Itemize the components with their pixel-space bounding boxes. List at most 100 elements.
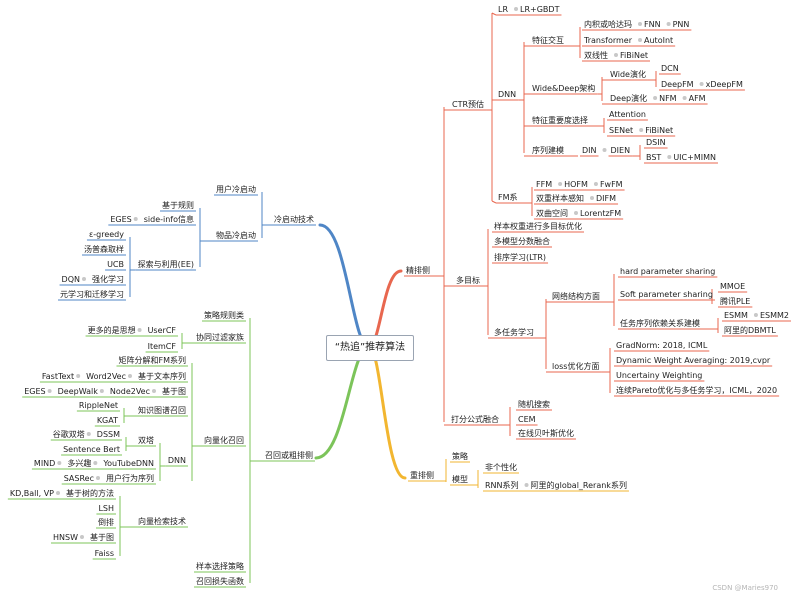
node-bst-row-1[interactable]: UIC+MIMN [673,153,716,162]
node-loss-item[interactable]: Dynamic Weight Averaging: 2019,cvpr [616,356,771,365]
node-dqn-row-1[interactable]: 强化学习 [92,274,124,284]
node-esmm-row-0[interactable]: ESMM [724,311,748,320]
node-vector-search[interactable]: 向量检索技术 [138,516,186,526]
node-random-search[interactable]: 随机搜索 [518,399,550,409]
node-esmm-row-1[interactable]: ESMM2 [760,311,789,320]
node-twin-tower[interactable]: 双塔 [138,435,154,445]
node-ripplenet[interactable]: RippleNet [79,401,118,410]
node-sasrec-row-1[interactable]: 用户行为序列 [106,473,154,483]
node-task-dependency[interactable]: 任务序列依赖关系建模 [620,318,700,328]
node-din[interactable]: DIN [582,146,597,155]
node-graph-row-3[interactable]: 基于图 [162,386,186,396]
node-ffm-row-2[interactable]: FwFM [600,180,623,189]
node-user-cold[interactable]: 用户冷启动 [216,184,256,194]
node-text-row-0[interactable]: FastText [42,372,74,381]
node-non-personalized[interactable]: 非个性化 [485,462,517,472]
node-lsh[interactable]: LSH [98,504,114,513]
node-item-cold[interactable]: 物品冷启动 [216,230,256,240]
node-mf[interactable]: 矩阵分解和FM系列 [118,355,186,365]
node-transformer-row-1[interactable]: AutoInt [644,36,673,45]
node-deep-evolution-1[interactable]: NFM [659,94,677,103]
node-graph-row-0[interactable]: EGES [24,387,45,396]
node-fm[interactable]: FM系 [498,192,518,202]
node-sasrec-row-0[interactable]: SASRec [64,474,94,483]
node-dbmtl[interactable]: 阿里的DBMTL [724,325,776,335]
node-hnsw-row-1[interactable]: 基于图 [90,532,114,542]
node-model[interactable]: 模型 [452,474,468,484]
node-ffm-row-0[interactable]: FFM [536,180,552,189]
node-ucb[interactable]: UCB [107,260,124,269]
node-bst-row-0[interactable]: BST [646,153,661,162]
node-ffm-row-1[interactable]: HOFM [564,180,588,189]
node-cf[interactable]: 协同过滤家族 [196,332,244,342]
node-rnn-row-1[interactable]: 阿里的global_Rerank系列 [531,480,627,490]
node-deepfm-row-0[interactable]: DeepFM [661,80,694,89]
node-lr-1[interactable]: LR+GBDT [520,5,560,14]
node-lr-0[interactable]: LR [498,5,508,14]
node-tree-row-1[interactable]: 基于树的方法 [66,488,114,498]
node-ctr[interactable]: CTR预估 [452,99,484,109]
branch-recall[interactable]: 召回或粗排侧 [265,450,313,460]
node-loss-optim[interactable]: loss优化方面 [552,361,599,371]
node-loss-item[interactable]: Uncertainy Weighting [616,371,702,380]
node-difm-row-1[interactable]: DIFM [596,194,616,203]
node-bayes-opt[interactable]: 在线贝叶斯优化 [518,428,574,438]
node-text-row-2[interactable]: 基于文本序列 [138,371,186,381]
node-transformer-row-0[interactable]: Transformer [583,36,633,45]
node-bilinear-row-1[interactable]: FiBiNet [620,51,648,60]
node-difm-row-0[interactable]: 双重样本感知 [536,193,584,203]
node-thompson[interactable]: 汤普森取样 [84,244,124,254]
node-fnn-row-0[interactable]: 内积或哈达玛 [584,19,632,29]
node-mmoe[interactable]: MMOE [720,282,745,291]
node-senet-row-0[interactable]: SENet [609,126,633,135]
node-vector-recall[interactable]: 向量化召回 [204,435,244,445]
node-lorentz-row-0[interactable]: 双曲空间 [536,208,568,218]
node-score-fusion[interactable]: 多模型分数融合 [494,236,550,246]
node-loss-item[interactable]: GradNorm: 2018, ICML [616,341,708,350]
node-recall-loss[interactable]: 召回损失函数 [196,576,244,586]
node-side-info-row-1[interactable]: side-info信息 [144,214,194,224]
node-rnn-row-0[interactable]: RNN系列 [485,480,519,490]
node-kg[interactable]: 知识图谱召回 [138,405,186,415]
branch-chongpai[interactable]: 重排侧 [410,470,434,480]
node-dssm-row-0[interactable]: 谷歌双塔 [53,429,85,439]
node-ee[interactable]: 探索与利用(EE) [138,259,194,269]
node-mind-row-2[interactable]: YouTubeDNN [102,459,154,468]
node-dsin[interactable]: DSIN [646,138,666,147]
node-meta-learning[interactable]: 元学习和迁移学习 [60,289,124,299]
node-senet-row-1[interactable]: FiBiNet [645,126,673,135]
node-fuse[interactable]: 打分公式融合 [451,414,499,424]
node-attention[interactable]: Attention [609,110,646,119]
node-rule[interactable]: 策略规则类 [204,310,244,320]
node-usercf-row-1[interactable]: UserCF [148,326,177,335]
node-side-info-row-0[interactable]: EGES [110,215,131,224]
node-dssm-row-1[interactable]: DSSM [97,430,120,439]
node-sample-weight[interactable]: 样本权重进行多目标优化 [494,221,582,231]
node-kgat[interactable]: KGAT [97,416,118,425]
node-rule-based[interactable]: 基于规则 [162,200,194,210]
center-topic[interactable]: “热追”推荐算法 [326,335,414,361]
node-net-structure[interactable]: 网络结构方面 [552,291,600,301]
node-deepfm-row-1[interactable]: xDeepFM [706,80,743,89]
node-ltr[interactable]: 排序学习(LTR) [494,252,546,262]
node-deep-evolution-0[interactable]: Deep演化 [610,93,647,103]
node-dnn-recall[interactable]: DNN [168,456,186,465]
node-dcn[interactable]: DCN [661,64,679,73]
node-mind-row-0[interactable]: MIND [34,459,55,468]
node-tree-row-0[interactable]: KD,Ball, VP [10,489,54,498]
node-usercf-row-0[interactable]: 更多的是思想 [88,325,136,335]
node-multi[interactable]: 多目标 [456,275,480,285]
node-graph-row-1[interactable]: DeepWalk [58,387,99,396]
node-feature-importance[interactable]: 特征重要度选择 [532,115,588,125]
node-hnsw-row-0[interactable]: HNSW [53,533,78,542]
node-loss-item[interactable]: 连续Pareto优化与多任务学习，ICML，2020 [616,385,777,395]
node-fnn-row-1[interactable]: FNN [644,20,661,29]
node-text-row-1[interactable]: Word2Vec [86,372,126,381]
node-sequence[interactable]: 序列建模 [532,145,564,155]
node-graph-row-2[interactable]: Node2Vec [110,387,150,396]
node-widedeep[interactable]: Wide&Deep架构 [532,83,595,93]
node-inverted[interactable]: 倒排 [98,517,114,527]
node-faiss[interactable]: Faiss [95,549,114,558]
node-mind-row-1[interactable]: 多兴趣 [67,458,91,468]
node-lorentz-row-1[interactable]: LorentzFM [580,209,621,218]
